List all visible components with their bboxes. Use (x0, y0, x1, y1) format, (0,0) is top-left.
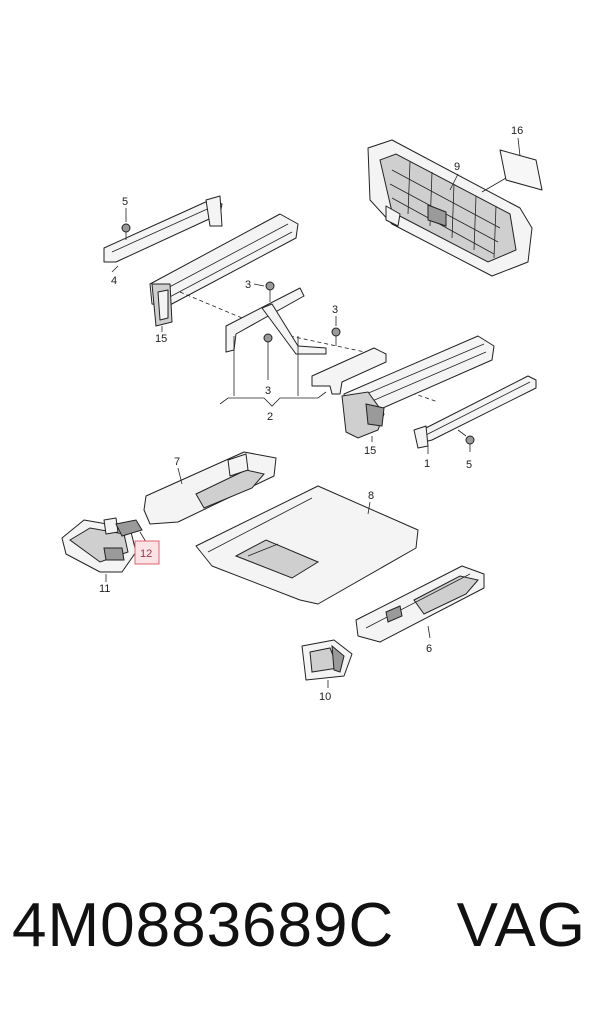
leader-4 (111, 265, 119, 273)
callout-5-upper: 5 (122, 196, 128, 208)
part-10-end-cap (301, 639, 353, 681)
callout-16: 16 (511, 125, 523, 137)
part-6-sill-trim (355, 565, 485, 643)
callout-3-a: 3 (245, 279, 251, 291)
callout-7: 7 (174, 456, 180, 468)
callout-5-lower: 5 (466, 459, 472, 471)
leader-12 (139, 531, 147, 543)
callout-10: 10 (319, 691, 331, 703)
callout-4: 4 (111, 275, 117, 287)
callout-2: 2 (267, 411, 273, 423)
brand-label: VAG (456, 891, 586, 960)
part-5-bolt-lower (457, 429, 475, 452)
part-16-label (499, 149, 543, 191)
part-9-backrest-frame (367, 139, 533, 277)
part-5-bolt-upper (121, 223, 131, 240)
part-15-rail-carrier-left (149, 213, 299, 327)
callout-1: 1 (424, 458, 430, 470)
part-8-floor-tray (195, 485, 419, 605)
part-number: 4M0883689C (12, 891, 395, 960)
callout-8: 8 (368, 490, 374, 502)
callout-3-c: 3 (332, 304, 338, 316)
part-12-clip (115, 519, 143, 537)
part-3-bolt-b (263, 333, 273, 380)
bracket-2 (219, 336, 327, 407)
leader-16 (517, 137, 521, 157)
footer: 4M0883689C VAG (0, 890, 600, 980)
part-3-bolt-a (265, 281, 275, 302)
part-7-trim-cover (143, 451, 277, 525)
callout-6: 6 (426, 643, 432, 655)
leader-8 (367, 501, 371, 515)
part-3-bolt-c (331, 327, 341, 346)
callout-11: 11 (99, 583, 110, 595)
part-2-cross-bracket (225, 287, 387, 395)
leader-9 (449, 173, 459, 191)
callout-12-highlight (134, 540, 160, 565)
callout-3-b: 3 (265, 385, 271, 397)
part-4-outer-rail-left (103, 195, 223, 263)
leader-7 (177, 467, 183, 485)
part-15-rail-carrier-right (341, 335, 495, 439)
part-11-bracket-housing (61, 517, 137, 573)
callout-12: 12 (140, 548, 152, 560)
callout-15-right: 15 (364, 445, 376, 457)
callout-15-left: 15 (155, 333, 167, 345)
part-1-outer-rail-right (413, 375, 537, 449)
leader-6 (427, 625, 431, 639)
callout-9: 9 (454, 161, 460, 173)
